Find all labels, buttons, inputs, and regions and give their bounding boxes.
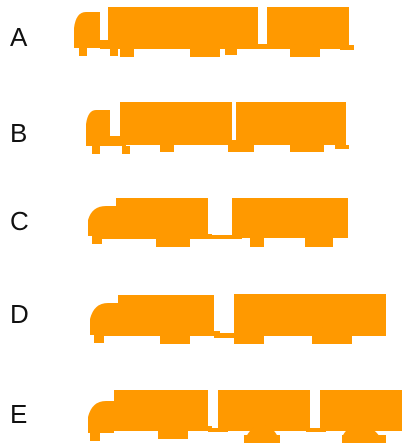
combination-row-e: E	[0, 385, 402, 445]
combination-row-b: B	[0, 100, 402, 160]
vehicle-combination-b-silhouette	[0, 100, 402, 160]
vehicle-combination-e-silhouette	[0, 385, 402, 445]
vehicle-combination-d-silhouette	[0, 285, 402, 345]
vehicle-combination-c-silhouette	[0, 190, 402, 250]
combination-row-a: A	[0, 0, 402, 60]
combination-row-c: C	[0, 190, 402, 250]
combination-row-d: D	[0, 285, 402, 345]
vehicle-combination-a-silhouette	[0, 0, 402, 60]
